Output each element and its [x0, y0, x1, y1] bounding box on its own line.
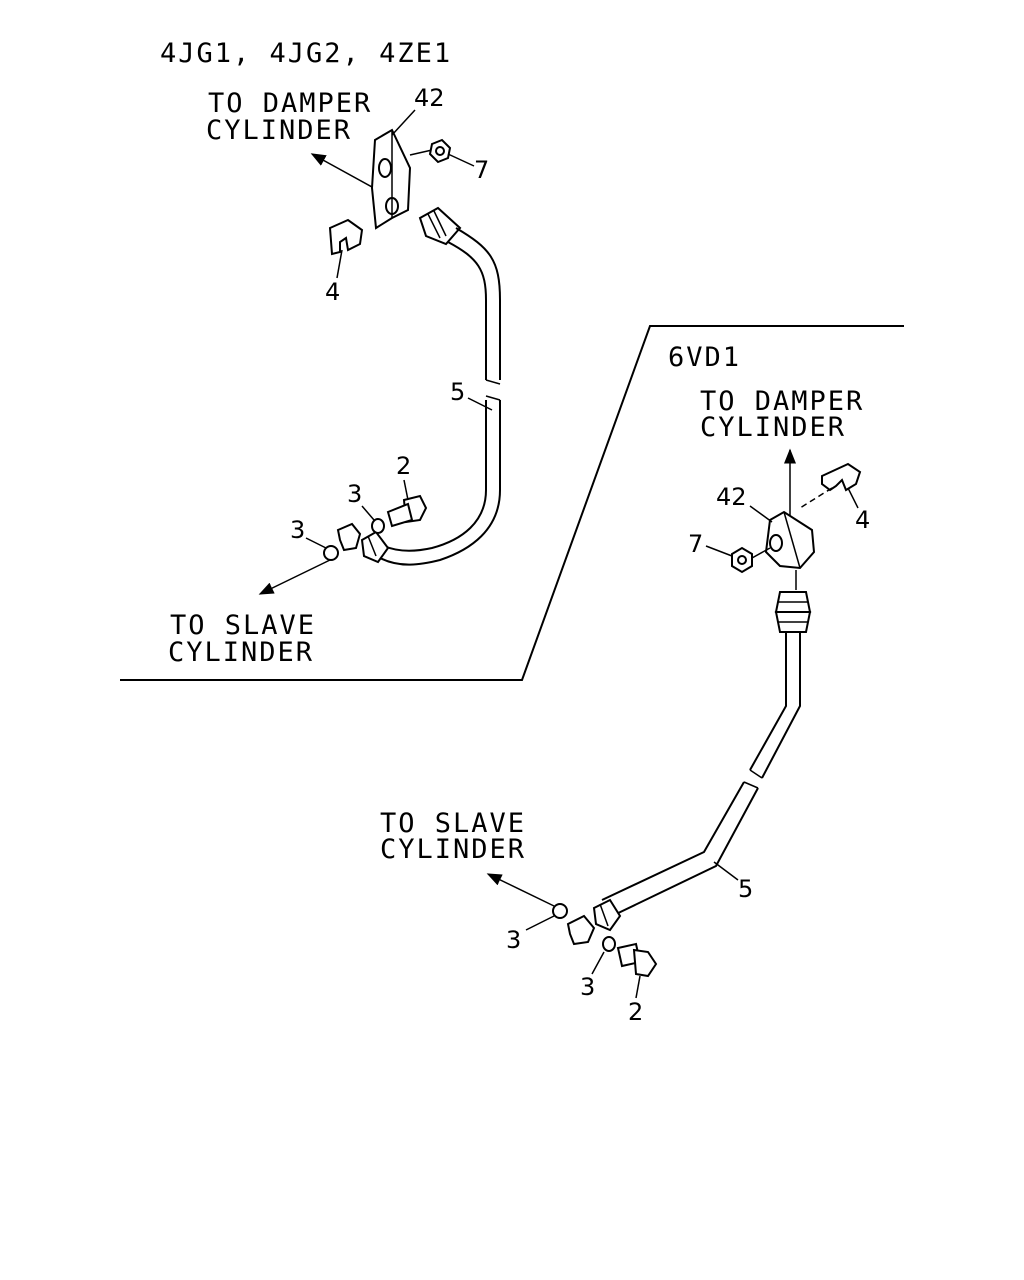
variant-b-leader-7 [705, 545, 733, 557]
variant-b-to-slave-line2: CYLINDER [380, 834, 526, 865]
variant-b-callout-3-left: 3 [506, 926, 521, 954]
variant-b-clip [821, 462, 862, 492]
variant-a-slave-arrow [258, 559, 331, 595]
variant-a-bolt [386, 494, 428, 528]
variant-b-callout-7: 7 [688, 530, 703, 558]
variant-a-clip [328, 218, 364, 256]
variant-b-washer-left [552, 903, 568, 919]
variant-b-leader-4 [847, 487, 859, 509]
variant-a-washer-upper [371, 518, 385, 534]
variant-a-leader-7 [447, 153, 475, 167]
variant-b-washer-right [602, 936, 616, 952]
variant-b-lower-fitting [566, 898, 622, 946]
variant-b-group: 6VD1 TO DAMPER CYLINDER 4 42 7 [380, 342, 870, 1026]
variant-a-callout-5: 5 [450, 378, 465, 406]
variant-b-clip-dashed [799, 487, 833, 509]
variant-a-leader-5 [467, 397, 493, 411]
variant-b-hose [601, 632, 801, 917]
variant-b-to-damper-line1: TO DAMPER [700, 386, 864, 417]
variant-a-nut [428, 138, 452, 164]
variant-b-nut-to-bracket [751, 547, 771, 559]
variant-b-slave-arrow [486, 873, 555, 907]
variant-b-leader-2 [635, 975, 641, 999]
variant-b-callout-3-right: 3 [580, 973, 595, 1001]
variant-b-leader-42 [749, 505, 773, 523]
variant-a-to-damper-line2: CYLINDER [206, 115, 352, 146]
variant-a-title: 4JG1, 4JG2, 4ZE1 [160, 38, 452, 69]
variant-b-leader-5 [713, 861, 739, 881]
variant-a-lower-fitting [336, 522, 390, 564]
variant-b-title: 6VD1 [668, 342, 741, 373]
variant-separator [120, 325, 904, 681]
variant-a-callout-3-lower: 3 [290, 516, 305, 544]
variant-a-leader-42 [391, 109, 416, 136]
variant-b-nut [731, 546, 753, 574]
variant-b-callout-42: 42 [716, 483, 747, 511]
variant-a-leader-3-upper [361, 505, 375, 521]
variant-b-callout-5: 5 [738, 875, 753, 903]
variant-a-group: 4JG1, 4JG2, 4ZE1 TO DAMPER CYLINDER 42 7… [160, 38, 501, 668]
variant-b-callout-4: 4 [855, 506, 870, 534]
variant-b-leader-3-right [591, 951, 605, 975]
variant-a-upper-fitting [418, 206, 462, 246]
variant-a-bracket [370, 128, 412, 230]
variant-a-callout-2: 2 [396, 452, 411, 480]
variant-a-callout-4: 4 [325, 278, 340, 306]
variant-a-callout-42: 42 [414, 84, 445, 112]
variant-b-bracket [764, 510, 816, 570]
variant-b-bolt [616, 942, 658, 978]
variant-a-washer-lower [323, 545, 339, 561]
variant-a-to-damper-line1: TO DAMPER [208, 88, 372, 119]
variant-a-leader-4 [336, 249, 343, 279]
variant-a-leader-2 [403, 479, 409, 501]
variant-a-hose [379, 227, 501, 566]
variant-b-upper-fitting [774, 570, 812, 633]
variant-b-leader-3-left [525, 915, 555, 931]
variant-a-to-slave-line2: CYLINDER [168, 637, 314, 668]
variant-a-callout-7: 7 [474, 156, 489, 184]
variant-a-leader-3-lower [305, 537, 327, 549]
variant-a-to-slave-line1: TO SLAVE [170, 610, 316, 641]
variant-a-callout-3-upper: 3 [347, 480, 362, 508]
variant-a-nut-leader-in [409, 149, 433, 156]
variant-b-callout-2: 2 [628, 998, 643, 1026]
variant-b-to-damper-line2: CYLINDER [700, 412, 846, 443]
variant-b-to-slave-line1: TO SLAVE [380, 808, 526, 839]
